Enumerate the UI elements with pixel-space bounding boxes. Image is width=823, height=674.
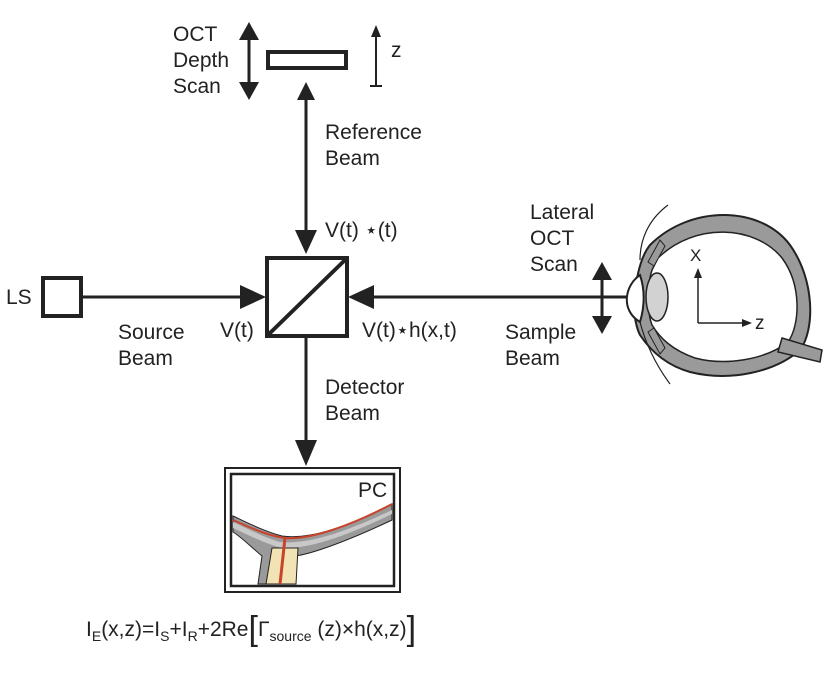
source-beam-line-1: Source: [118, 321, 185, 344]
z-top-label: z: [391, 39, 402, 62]
lateral-scan-arrow: [592, 262, 612, 334]
ls-label: LS: [6, 286, 32, 309]
sample-signal-label: V(t)⋆h(x,t): [362, 319, 457, 342]
eye-illustration: [625, 204, 823, 385]
sample-beam-line-1: Sample: [505, 321, 577, 344]
eq-sub-r: R: [187, 628, 198, 644]
eq-intensity: I: [86, 618, 92, 641]
detector-beam-line: [295, 338, 317, 466]
retina-oct-image: [232, 503, 393, 585]
z-scale-arrow: [370, 25, 382, 87]
oct-depth-scan-line-3: Scan: [173, 75, 221, 98]
source-beam-label: Source Beam: [118, 320, 185, 372]
lateral-scan-line-2: OCT: [530, 227, 575, 250]
lateral-scan-line-1: Lateral: [530, 201, 595, 224]
eq-sub-source: source: [269, 628, 312, 644]
source-beam-line-2: Beam: [118, 347, 173, 370]
reference-signal-label: V(t) ⋆(t): [325, 219, 398, 242]
reference-mirror: [266, 50, 348, 70]
eq-rest: (z)×h(x,z): [311, 618, 407, 641]
reference-beam-line-2: Beam: [325, 147, 380, 170]
sample-beam-label: Sample Beam: [505, 320, 576, 372]
interference-equation: IE(x,z)=IS+IR+2Re[Γsource (z)×h(x,z)]: [86, 612, 416, 646]
reference-beam-line-1: Reference: [325, 121, 422, 144]
eq-sub-e: E: [91, 628, 102, 644]
oct-depth-scan-line-2: Depth: [173, 49, 230, 72]
detector-beam-line-1: Detector: [325, 376, 405, 399]
depth-scan-arrow: [239, 22, 259, 100]
source-signal-label: V(t): [220, 319, 254, 342]
detector-beam-line-2: Beam: [325, 402, 380, 425]
eq-args: (x,z)=I: [101, 618, 161, 641]
source-beam-line: [81, 285, 266, 309]
light-source-box: [41, 276, 83, 318]
eq-sub-s: S: [160, 628, 170, 644]
eq-right-bracket: ]: [406, 610, 417, 648]
eq-plus-ir: +I: [169, 618, 188, 641]
sample-beam-line-2: Beam: [505, 347, 560, 370]
beam-splitter: [265, 256, 349, 338]
lateral-scan-line-3: Scan: [530, 253, 578, 276]
eq-left-bracket: [: [248, 610, 258, 648]
eye-z-axis-label: z: [755, 313, 765, 334]
oct-depth-scan-label: OCT Depth Scan: [173, 22, 229, 100]
reference-beam-line: [295, 82, 317, 254]
eq-real-part: +2Re: [197, 618, 249, 641]
eye-x-axis-label: X: [690, 246, 702, 265]
eye-axes: [694, 268, 752, 327]
reference-beam-label: Reference Beam: [325, 120, 422, 172]
pc-label: PC: [358, 479, 388, 502]
oct-depth-scan-line-1: OCT: [173, 23, 218, 46]
lateral-oct-scan-label: Lateral OCT Scan: [530, 200, 594, 278]
eq-gamma: Γ: [257, 618, 270, 641]
detector-beam-label: Detector Beam: [325, 375, 404, 427]
